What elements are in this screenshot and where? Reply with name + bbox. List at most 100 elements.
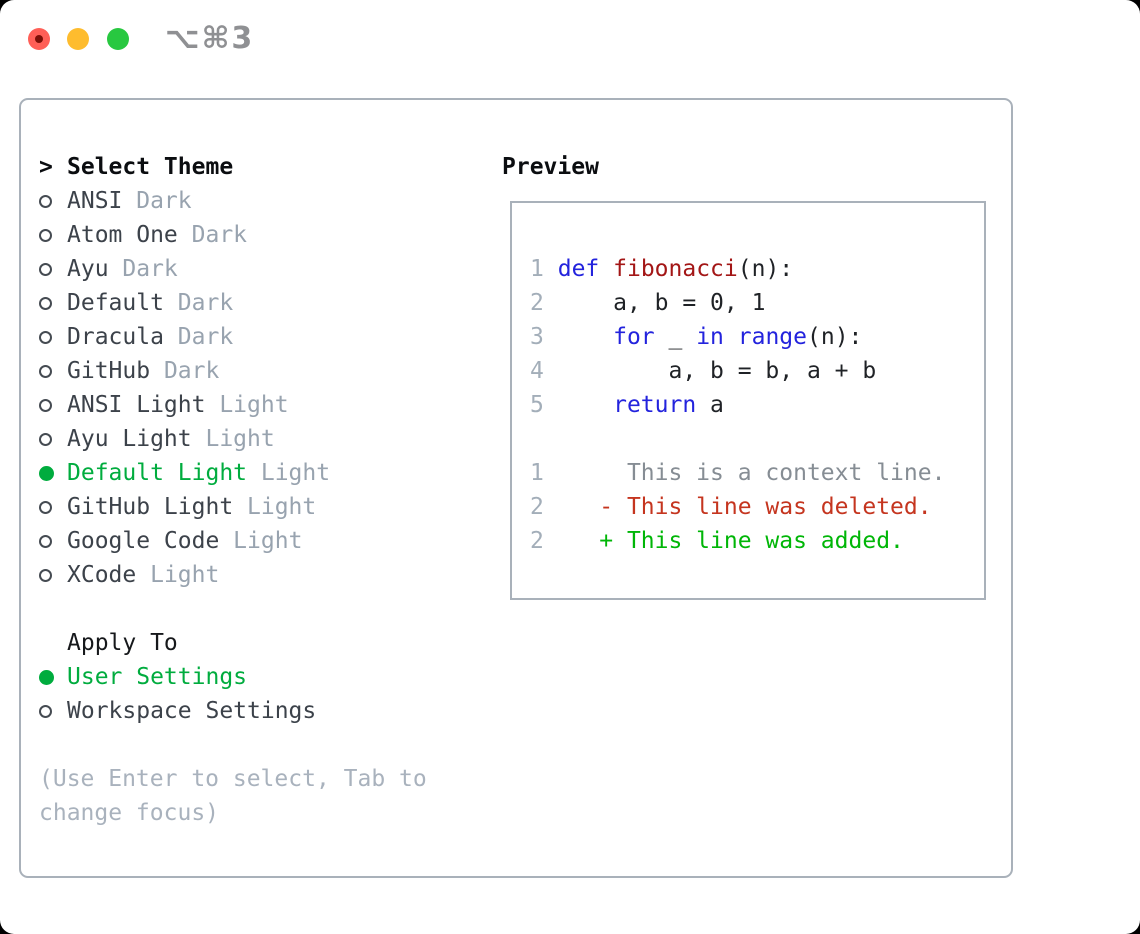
radio-icon[interactable]: [39, 568, 52, 582]
theme-item-name: Ayu Light: [67, 426, 192, 452]
theme-item-variant: Light: [233, 494, 317, 520]
code-segment-del: - This line was deleted.: [543, 494, 932, 520]
radio-selected-icon[interactable]: [39, 465, 54, 481]
code-segment-pl: [544, 324, 613, 350]
select-theme-title: Select Theme: [67, 154, 234, 180]
theme-item-variant: Dark: [108, 256, 178, 282]
spacer-row: [39, 592, 479, 626]
code-segment-pl: a: [696, 392, 724, 418]
code-segment-pl: [544, 392, 613, 418]
theme-item-ansi-light-light[interactable]: ANSI Light Light: [39, 388, 479, 422]
radio-icon[interactable]: [39, 262, 52, 276]
code-segment-kw: for: [613, 324, 655, 350]
theme-item-name: XCode: [67, 562, 137, 588]
hint-text-line1: (Use Enter to select, Tab to: [39, 766, 427, 792]
theme-item-google-code-light[interactable]: Google Code Light: [39, 524, 479, 558]
theme-item-atom-one-dark[interactable]: Atom One Dark: [39, 218, 479, 252]
spacer-row: [39, 728, 479, 762]
apply-item-workspace-settings[interactable]: Workspace Settings: [39, 694, 479, 728]
theme-item-name: Default Light: [67, 460, 248, 486]
theme-item-name: ANSI Light: [67, 392, 206, 418]
theme-item-name: ANSI: [67, 188, 123, 214]
hint-text-line2: change focus): [39, 800, 220, 826]
theme-item-variant: Dark: [150, 358, 220, 384]
theme-item-variant: Dark: [163, 324, 234, 350]
line-number: 1: [530, 460, 544, 486]
theme-item-name: GitHub: [67, 358, 151, 384]
code-segment-add: + This line was added.: [543, 528, 904, 554]
apply-to-header: Apply To: [39, 626, 479, 660]
radio-icon[interactable]: [39, 330, 52, 344]
code-segment-pl: (n):: [807, 324, 863, 350]
code-segment-pl: [544, 256, 558, 282]
code-line: 4 a, b = b, a + b: [530, 354, 984, 388]
theme-item-xcode-light[interactable]: XCode Light: [39, 558, 479, 592]
code-line: 2 - This line was deleted.: [530, 490, 984, 524]
code-line: 5 return a: [530, 388, 984, 422]
theme-item-default-light-light[interactable]: Default Light Light: [39, 456, 479, 490]
code-segment-pl: [724, 324, 738, 350]
theme-item-name: Ayu: [67, 256, 109, 282]
theme-item-variant: Light: [191, 426, 275, 452]
apply-item-user-settings[interactable]: User Settings: [39, 660, 479, 694]
theme-item-github-dark[interactable]: GitHub Dark: [39, 354, 479, 388]
preview-title: Preview: [502, 154, 599, 180]
radio-icon[interactable]: [39, 228, 52, 242]
apply-item-label: Workspace Settings: [67, 698, 317, 724]
line-number: 2: [530, 494, 544, 520]
theme-item-github-light-light[interactable]: GitHub Light Light: [39, 490, 479, 524]
line-number: 4: [530, 358, 544, 384]
theme-item-ayu-light-light[interactable]: Ayu Light Light: [39, 422, 479, 456]
keyboard-shortcut-label: ⌥⌘3: [165, 21, 255, 56]
code-segment-pl: a, b = 0, 1: [543, 290, 766, 316]
theme-item-variant: Dark: [122, 188, 192, 214]
code-line: 2 + This line was added.: [530, 524, 984, 558]
theme-item-name: Default: [67, 290, 164, 316]
radio-icon[interactable]: [39, 704, 52, 718]
theme-item-default-dark[interactable]: Default Dark: [39, 286, 479, 320]
theme-item-ayu-dark[interactable]: Ayu Dark: [39, 252, 479, 286]
line-number: 1: [530, 256, 544, 282]
theme-item-name: Google Code: [67, 528, 220, 554]
code-line: 1 def fibonacci(n):: [530, 252, 984, 286]
radio-icon[interactable]: [39, 364, 52, 378]
pointer-icon: >: [39, 154, 53, 180]
apply-to-title: Apply To: [67, 630, 178, 656]
code-line: 2 a, b = 0, 1: [530, 286, 984, 320]
code-segment-pl: (n):: [737, 256, 794, 282]
zoom-button[interactable]: [107, 28, 129, 50]
theme-item-name: GitHub Light: [67, 494, 234, 520]
radio-icon[interactable]: [39, 432, 52, 446]
theme-item-variant: Light: [136, 562, 220, 588]
radio-selected-icon[interactable]: [39, 669, 54, 685]
code-line: 1 This is a context line.: [530, 456, 984, 490]
minimize-button[interactable]: [67, 28, 89, 50]
apply-item-label: User Settings: [67, 664, 248, 690]
code-segment-kw: range: [737, 324, 808, 350]
radio-icon[interactable]: [39, 534, 52, 548]
radio-icon[interactable]: [39, 500, 52, 514]
theme-item-variant: Dark: [177, 222, 248, 248]
radio-icon[interactable]: [39, 398, 52, 412]
radio-icon[interactable]: [39, 296, 52, 310]
theme-item-dracula-dark[interactable]: Dracula Dark: [39, 320, 479, 354]
radio-icon[interactable]: [39, 194, 52, 208]
theme-item-variant: Light: [247, 460, 331, 486]
code-segment-pl: [599, 256, 613, 282]
close-button[interactable]: [28, 28, 50, 50]
theme-item-name: Atom One: [67, 222, 178, 248]
code-segment-kw: def: [557, 256, 600, 282]
theme-item-ansi-dark[interactable]: ANSI Dark: [39, 184, 479, 218]
code-line: [530, 422, 984, 456]
theme-item-variant: Light: [205, 392, 289, 418]
select-theme-header: > Select Theme: [39, 150, 479, 184]
line-number: 2: [530, 290, 544, 316]
theme-item-variant: Light: [219, 528, 303, 554]
theme-item-variant: Dark: [163, 290, 234, 316]
code-segment-pl: a, b = b, a + b: [543, 358, 877, 384]
